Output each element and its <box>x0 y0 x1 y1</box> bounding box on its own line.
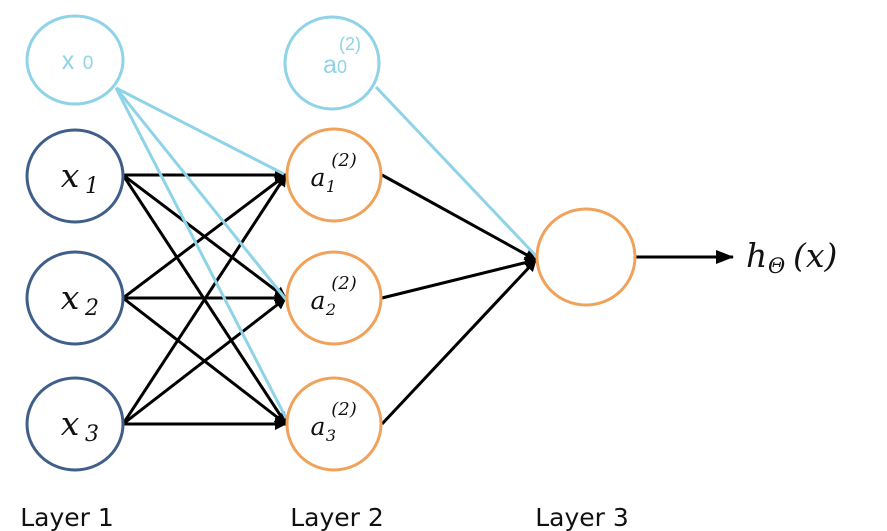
edge-x2-a1 <box>122 173 287 300</box>
hidden-to-output-edges <box>380 173 538 426</box>
hidden-node-a2-circle <box>285 250 383 346</box>
input-node-x3-subscript: 3 <box>85 422 99 447</box>
input-node-x2-label: x <box>61 278 80 317</box>
bias-edge-x0-a3 <box>114 87 288 419</box>
edge-a2-out <box>381 256 537 300</box>
input-node-x3-circle <box>25 376 125 472</box>
bias-node-x0: x 0 <box>25 14 125 106</box>
hidden-node-a1-superscript: (2) <box>331 150 357 171</box>
bias-node-a0: a 0 (2) <box>283 15 381 111</box>
bias-node-x0-label: x <box>62 47 75 75</box>
bias-node-a0-superscript: (2) <box>339 34 361 54</box>
hypothesis-label: h Θ (x) <box>746 236 837 278</box>
layer-1-label: Layer 1 <box>20 503 114 531</box>
edge-x3-a1 <box>121 174 288 425</box>
hidden-node-a2-label: a <box>311 286 326 315</box>
input-node-x1-circle <box>25 128 125 224</box>
input-node-x1-subscript: 1 <box>85 174 99 199</box>
hidden-node-a1-subscript: 1 <box>326 177 336 196</box>
bias-edge-a0-out <box>374 85 540 260</box>
bias-edges <box>114 85 540 419</box>
hidden-node-a2-subscript: 2 <box>325 300 336 319</box>
hidden-node-a2: a 2 (2) <box>285 250 383 346</box>
hidden-node-a1-label: a <box>311 163 326 192</box>
edge-a3-out <box>380 258 538 426</box>
output-node <box>535 207 637 307</box>
edge-a1-out <box>381 173 537 262</box>
layer-2-label: Layer 2 <box>290 503 384 531</box>
bias-edge-x0-a1 <box>115 86 285 176</box>
input-node-x3: x 3 <box>25 376 125 472</box>
bias-edge-x0-a2 <box>114 87 290 303</box>
hidden-node-a2-superscript: (2) <box>331 273 357 294</box>
input-node-x2-subscript: 2 <box>84 296 99 321</box>
hidden-node-a3-superscript: (2) <box>331 399 357 420</box>
input-node-x1-label: x <box>61 156 80 195</box>
edge-x3-a2 <box>122 296 287 426</box>
hypothesis-h: h <box>746 236 767 275</box>
bias-node-x0-subscript: 0 <box>83 53 94 74</box>
hidden-node-a3-label: a <box>311 412 326 441</box>
input-node-x3-label: x <box>61 404 80 443</box>
hidden-node-a3-circle <box>285 376 383 472</box>
input-node-x2-circle <box>25 250 125 346</box>
bias-node-a0-subscript: 0 <box>337 57 347 77</box>
input-node-x1: x 1 <box>25 128 125 224</box>
hidden-node-a1: a 1 (2) <box>285 127 383 223</box>
hidden-node-a3: a 3 (2) <box>285 376 383 472</box>
hypothesis-subscript: Θ <box>768 254 785 278</box>
input-to-hidden-edges <box>121 169 288 430</box>
bias-node-a0-circle <box>283 15 381 111</box>
hidden-node-a1-circle <box>285 127 383 223</box>
bias-node-x0-circle <box>25 14 125 106</box>
hypothesis-argument: (x) <box>793 236 837 275</box>
bias-node-a0-label: a <box>323 51 337 79</box>
input-node-x2: x 2 <box>25 250 125 346</box>
hidden-node-a3-subscript: 3 <box>326 426 336 445</box>
layer-3-label: Layer 3 <box>535 503 629 531</box>
